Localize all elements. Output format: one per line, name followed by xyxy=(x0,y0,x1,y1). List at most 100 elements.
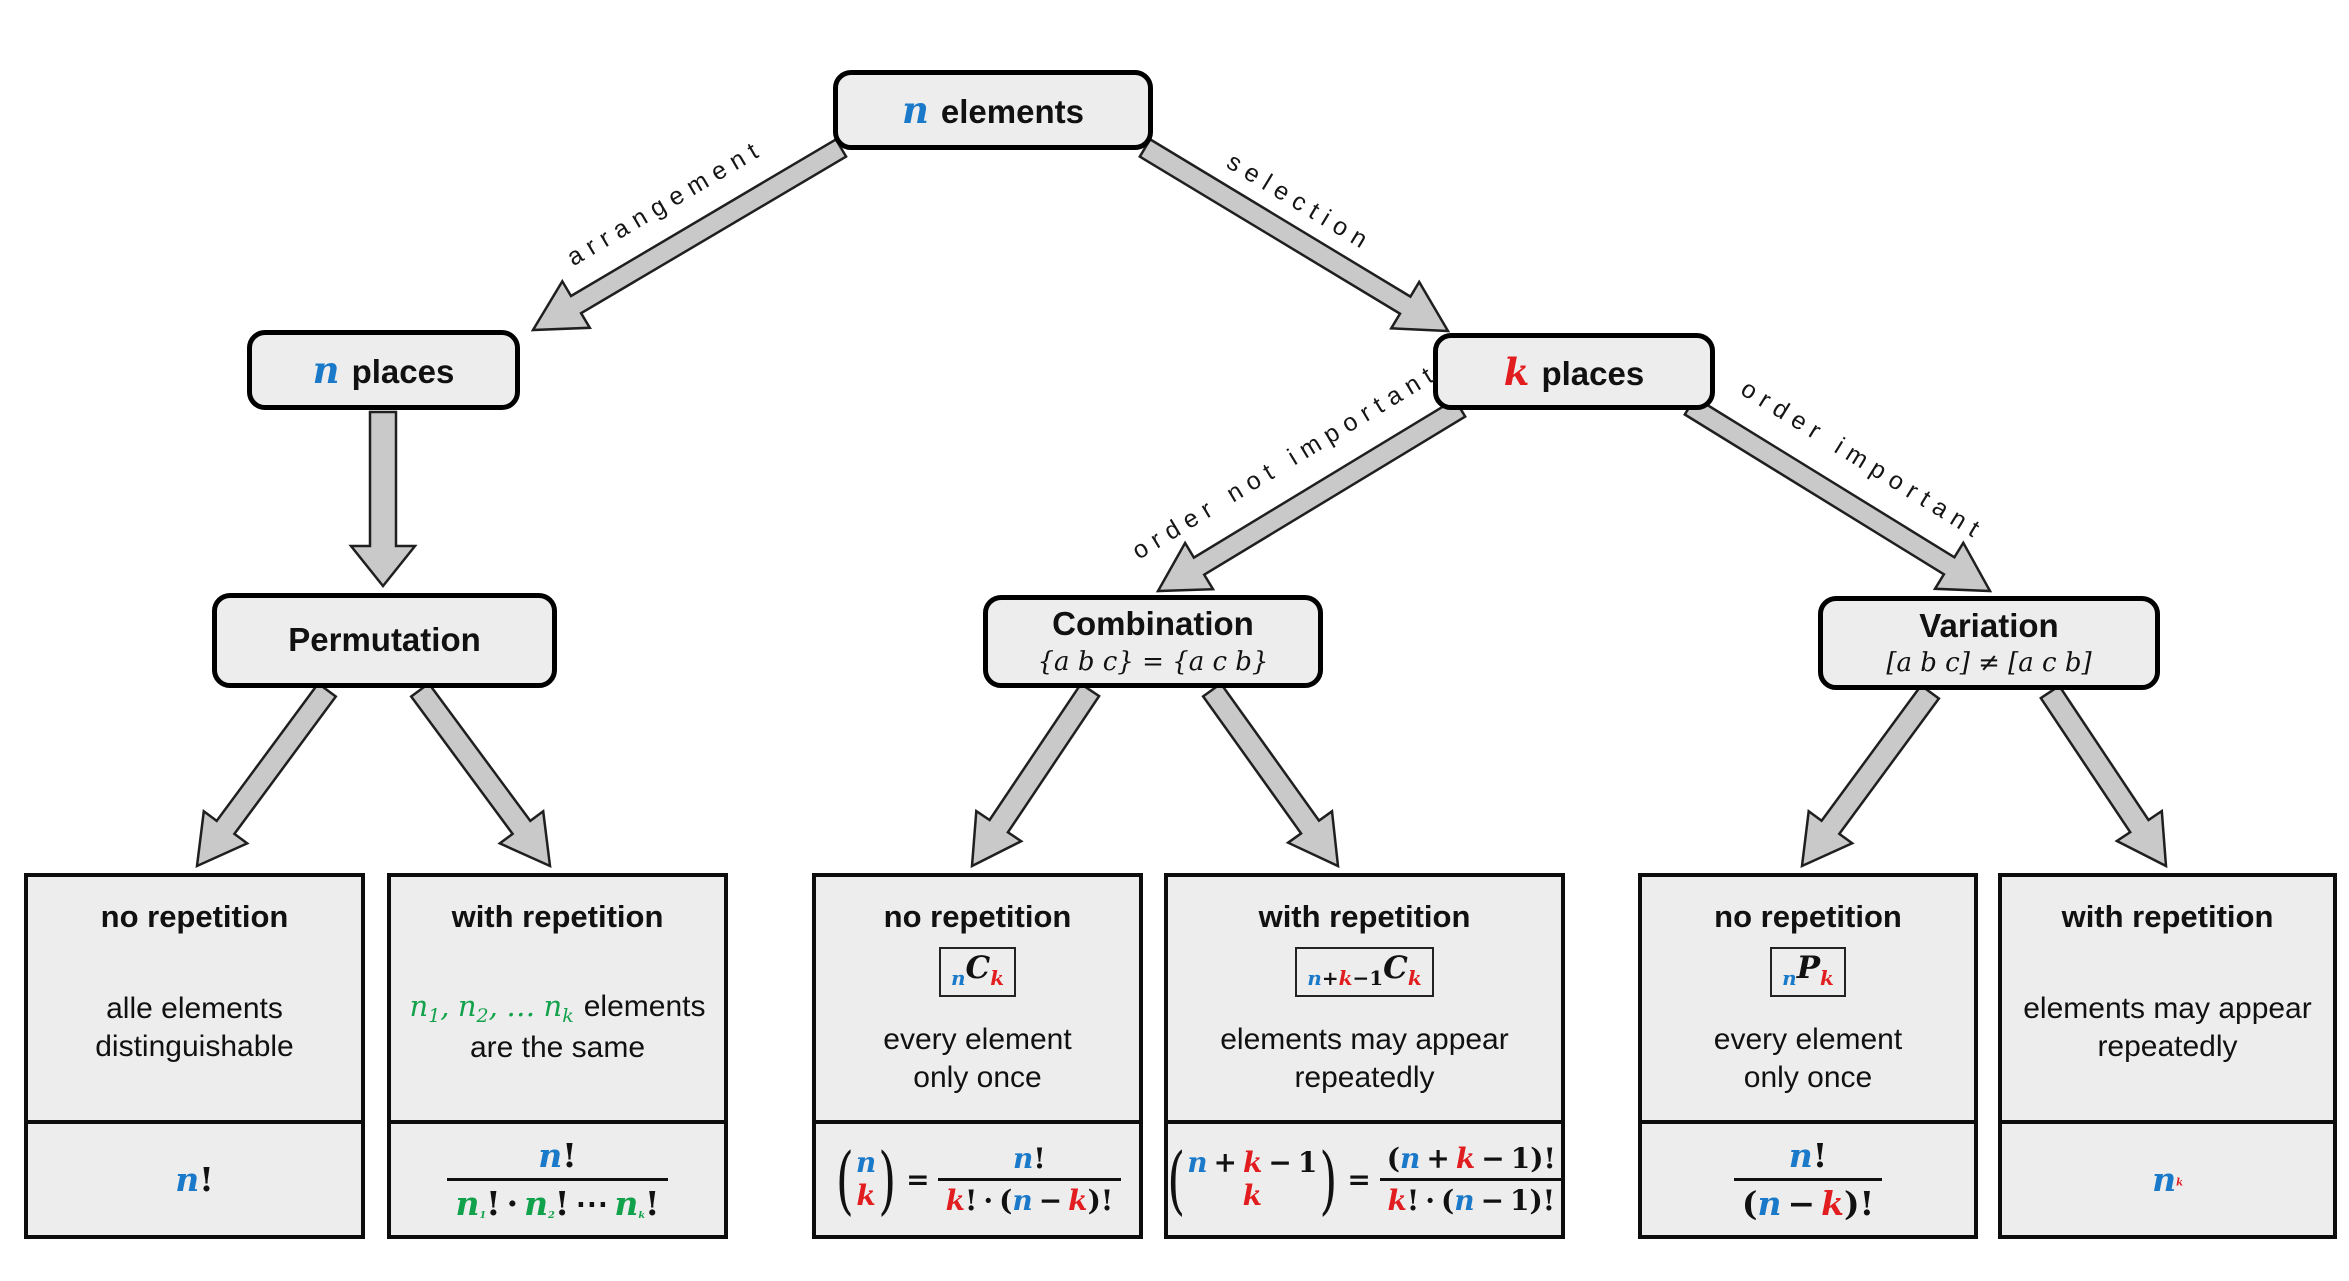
math-n: n xyxy=(1788,1136,1813,1175)
math-n2: n xyxy=(457,989,477,1024)
leaf-combination-with-repetition: with repetition n+k−1Ck elements may app… xyxy=(1164,873,1565,1239)
node-variation: Variation [a b c] ≠ [a c b] xyxy=(1818,596,2160,690)
math-factorial: ! xyxy=(1100,1184,1114,1217)
leaf-description-area: no repetition nCk every element only onc… xyxy=(816,877,1139,1120)
math-n: n xyxy=(1012,1184,1033,1217)
math-sub-k: k xyxy=(638,1210,646,1222)
math-lparen: ( xyxy=(999,1184,1013,1217)
math-minus: − xyxy=(1038,1184,1063,1217)
combination-example: {a b c} = {a c b} xyxy=(1037,646,1269,677)
desc-line: alle elements xyxy=(106,992,283,1025)
block-arrow xyxy=(1138,137,1451,333)
node-k-places-label: places xyxy=(1541,354,1645,392)
math-equals: = xyxy=(1347,1163,1371,1196)
leaf-description-area: with repetition elements may appear repe… xyxy=(2002,877,2333,1120)
block-arrow xyxy=(1201,681,1340,869)
symbol-n-plus-k-minus-1-C-k: n+k−1Ck xyxy=(1295,947,1434,997)
math-lparen: ( xyxy=(1741,1184,1758,1223)
numerator: n! xyxy=(530,1136,585,1178)
math-lparen: ( xyxy=(1440,1184,1455,1217)
desc-line: only once xyxy=(913,1060,1042,1094)
block-arrow xyxy=(970,682,1101,869)
math-plus: + xyxy=(1426,1142,1450,1175)
combination-title: Combination xyxy=(1052,605,1254,643)
desc-suffix: elements xyxy=(583,990,706,1024)
fraction: n! k!·(n−k)! xyxy=(937,1142,1122,1217)
desc-line: distinguishable xyxy=(95,1029,294,1063)
block-arrow xyxy=(409,681,552,869)
math-rparen: ) xyxy=(1087,1184,1101,1217)
math-n1: n xyxy=(455,1184,480,1223)
desc-line: repeatedly xyxy=(1294,1060,1435,1094)
denominator: n1!·n2!⋯nk! xyxy=(447,1178,668,1223)
math-one: 1 xyxy=(1510,1184,1530,1217)
node-k-places: k places xyxy=(1433,333,1715,410)
math-minus: − xyxy=(1480,1184,1505,1217)
math-n: n xyxy=(1307,966,1322,990)
math-n: n xyxy=(1187,1146,1208,1180)
math-comma: , xyxy=(440,989,450,1024)
math-minus: − xyxy=(1787,1184,1816,1223)
math-k: k xyxy=(1068,1184,1088,1217)
math-sub-k: k xyxy=(562,1005,574,1028)
desc-line: every element xyxy=(883,1023,1072,1056)
node-n-elements-text: n elements xyxy=(902,88,1084,132)
binomial-bottom: k xyxy=(1243,1179,1262,1212)
formula-binomial-repetition: ( n+k−1 k ) = (n+k−1)! k!·(n−1)! xyxy=(1165,1120,1564,1235)
math-n1: n xyxy=(409,989,429,1024)
binomial: ( n+k−1 k ) xyxy=(1165,1143,1339,1217)
math-dot: · xyxy=(506,1184,519,1223)
leaf-description-area: no repetition nPk every element only onc… xyxy=(1642,877,1974,1120)
numerator: n! xyxy=(1005,1142,1054,1178)
math-dot: · xyxy=(1425,1184,1435,1217)
math-equals: = xyxy=(906,1163,930,1196)
formula: nk xyxy=(2152,1160,2183,1199)
denominator: k!·(n−1)! xyxy=(1379,1178,1564,1217)
math-n: n xyxy=(1454,1184,1475,1217)
leaf-description: every element only once xyxy=(883,1021,1071,1096)
desc-line: only once xyxy=(1743,1060,1873,1094)
node-n-elements-label: elements xyxy=(940,93,1084,130)
leaf-heading: no repetition xyxy=(100,899,289,934)
leaf-description: elements may appear repeatedly xyxy=(1220,1021,1509,1096)
leaf-heading: with repetition xyxy=(1258,899,1471,934)
leaf-variation-with-repetition: with repetition elements may appear repe… xyxy=(1998,873,2337,1239)
math-k: k xyxy=(856,1178,876,1212)
math-k: k xyxy=(1407,966,1422,990)
math-factorial: ! xyxy=(562,1136,577,1175)
leaf-description-area: with repetition n+k−1Ck elements may app… xyxy=(1168,877,1561,1120)
math-minus: − xyxy=(1268,1146,1292,1180)
fraction: n! n1!·n2!⋯nk! xyxy=(447,1136,668,1223)
formula-multinomial: n! n1!·n2!⋯nk! xyxy=(391,1120,724,1235)
math-k: k xyxy=(945,1184,966,1217)
node-n-elements: n elements xyxy=(833,70,1153,150)
leaf-description: alle elements distinguishable xyxy=(95,990,293,1065)
math-rparen: ) xyxy=(1530,1142,1544,1175)
math-one: 1 xyxy=(1510,1142,1531,1175)
paren-left: ( xyxy=(1167,1136,1186,1223)
leaf-heading: with repetition xyxy=(451,899,664,934)
math-factorial: ! xyxy=(1406,1184,1420,1217)
math-n: n xyxy=(175,1160,200,1199)
block-arrow xyxy=(2039,684,2168,869)
math-plus: + xyxy=(1321,966,1339,990)
desc-line: elements may appear xyxy=(2023,992,2312,1025)
leaf-permutation-no-repetition: no repetition alle elements distinguisha… xyxy=(24,873,365,1239)
math-nk: n xyxy=(614,1184,639,1223)
block-arrow xyxy=(348,410,418,589)
formula: n! xyxy=(175,1160,214,1199)
math-sub-2: 2 xyxy=(476,1005,489,1028)
symbol-nPk: nPk xyxy=(1770,947,1846,997)
math-factorial: ! xyxy=(554,1184,570,1223)
desc-line: every element xyxy=(1713,1023,1903,1056)
var-n: n xyxy=(312,348,340,392)
leaf-description: elements may appear repeatedly xyxy=(2023,990,2312,1065)
math-k: k xyxy=(990,966,1005,990)
math-minus: − xyxy=(1352,966,1370,990)
paren-left: ( xyxy=(835,1136,854,1223)
math-one: 1 xyxy=(1369,966,1384,990)
